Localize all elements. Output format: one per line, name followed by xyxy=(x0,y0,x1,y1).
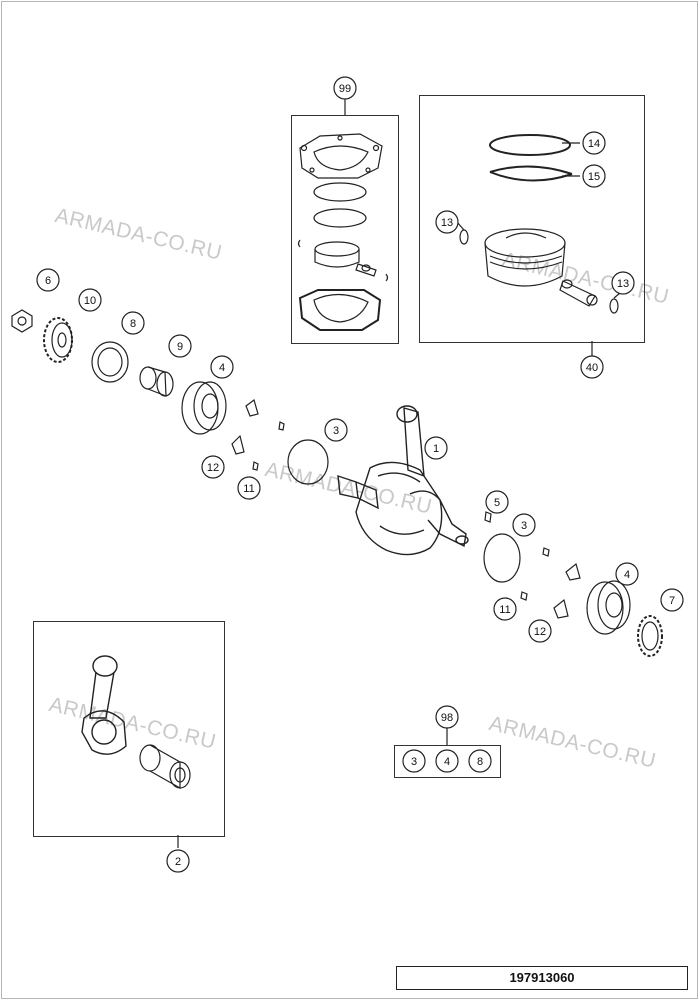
connecting-rod xyxy=(81,655,127,755)
callout-5 xyxy=(485,490,509,514)
nut-6 xyxy=(11,309,33,333)
callout-label: 3 xyxy=(411,756,417,768)
callout-label: 4 xyxy=(219,362,225,374)
bearing-retainer-12 xyxy=(553,598,569,619)
diagram-number: 197913060 xyxy=(396,966,688,990)
callout-label: 4 xyxy=(444,756,450,768)
callout-label: 12 xyxy=(207,462,219,474)
callout-4 xyxy=(210,355,234,379)
callout-98 xyxy=(435,705,459,729)
callout-7 xyxy=(660,588,684,612)
shim-3a xyxy=(287,439,329,485)
callout-label: 98 xyxy=(441,712,453,724)
sleeve-9 xyxy=(139,366,174,397)
callout-98-8 xyxy=(468,749,492,773)
callout-label: 14 xyxy=(588,138,600,150)
callout-label: 6 xyxy=(45,275,51,287)
crankshaft xyxy=(337,405,469,556)
gasket-kit-box xyxy=(291,115,399,344)
callout-label: 13 xyxy=(441,217,453,229)
callout-3 xyxy=(324,418,348,442)
screw-11 xyxy=(542,547,550,557)
callout-label: 8 xyxy=(477,756,483,768)
callout-1 xyxy=(424,436,448,460)
callout-13 xyxy=(611,271,635,295)
conrod-kit-box xyxy=(33,621,225,837)
screw-11 xyxy=(520,591,528,601)
callout-label: 13 xyxy=(617,278,629,290)
bearing-retainer-12 xyxy=(565,562,581,581)
bearing-set-box xyxy=(394,745,501,778)
o-ring xyxy=(313,208,367,228)
callout-6 xyxy=(36,268,60,292)
o-ring xyxy=(313,182,367,202)
callout-14 xyxy=(582,131,606,155)
piston xyxy=(484,228,566,287)
crank-pin xyxy=(139,744,191,790)
callout-2 xyxy=(166,849,190,873)
callout-label: 3 xyxy=(521,520,527,532)
callout-98-3 xyxy=(402,749,426,773)
piston-pin xyxy=(559,279,598,307)
callout-label: 12 xyxy=(534,626,546,638)
cylinder-head-gasket xyxy=(299,133,383,179)
shim-8 xyxy=(91,341,129,383)
callout-11 xyxy=(237,476,261,500)
callout-label: 40 xyxy=(586,362,598,374)
piston-ring xyxy=(489,165,573,182)
piston-ring xyxy=(489,134,571,156)
callout-label: 11 xyxy=(243,483,254,495)
bearing-retainer-12b xyxy=(231,434,245,455)
bearing-4a xyxy=(181,381,227,435)
callout-9 xyxy=(168,334,192,358)
screw-11 xyxy=(278,421,285,431)
callout-4 xyxy=(615,562,639,586)
key-5 xyxy=(484,511,492,523)
callout-label: 2 xyxy=(175,856,181,868)
callout-8 xyxy=(121,311,145,335)
callout-label: 4 xyxy=(624,569,630,581)
piston-kit-box xyxy=(419,95,645,343)
callout-40 xyxy=(580,355,604,379)
cylinder-base-gasket xyxy=(298,289,382,331)
callout-15 xyxy=(582,164,606,188)
callout-label: 5 xyxy=(494,497,500,509)
callout-label: 99 xyxy=(339,83,351,95)
circlip xyxy=(459,229,469,245)
bearing-4b xyxy=(586,580,631,635)
callout-label: 11 xyxy=(499,604,510,616)
callout-98-4 xyxy=(435,749,459,773)
callout-label: 15 xyxy=(588,171,600,183)
small-piston xyxy=(297,239,389,282)
callout-11 xyxy=(493,597,517,621)
callout-12 xyxy=(528,619,552,643)
circlip xyxy=(609,298,619,314)
callout-label: 1 xyxy=(433,443,439,455)
callout-12 xyxy=(201,455,225,479)
callout-label: 10 xyxy=(84,295,96,307)
callout-13 xyxy=(435,210,459,234)
callout-10 xyxy=(78,288,102,312)
callout-label: 8 xyxy=(130,318,136,330)
callout-label: 3 xyxy=(333,425,339,437)
nut-7 xyxy=(637,615,663,657)
shim-3b xyxy=(483,533,521,583)
callout-label: 7 xyxy=(669,595,675,607)
gear-10 xyxy=(43,317,73,363)
callout-3 xyxy=(512,513,536,537)
bearing-retainer-12a xyxy=(245,398,259,417)
callout-99 xyxy=(333,76,357,100)
callout-label: 9 xyxy=(177,341,183,353)
screw-11 xyxy=(252,461,259,471)
